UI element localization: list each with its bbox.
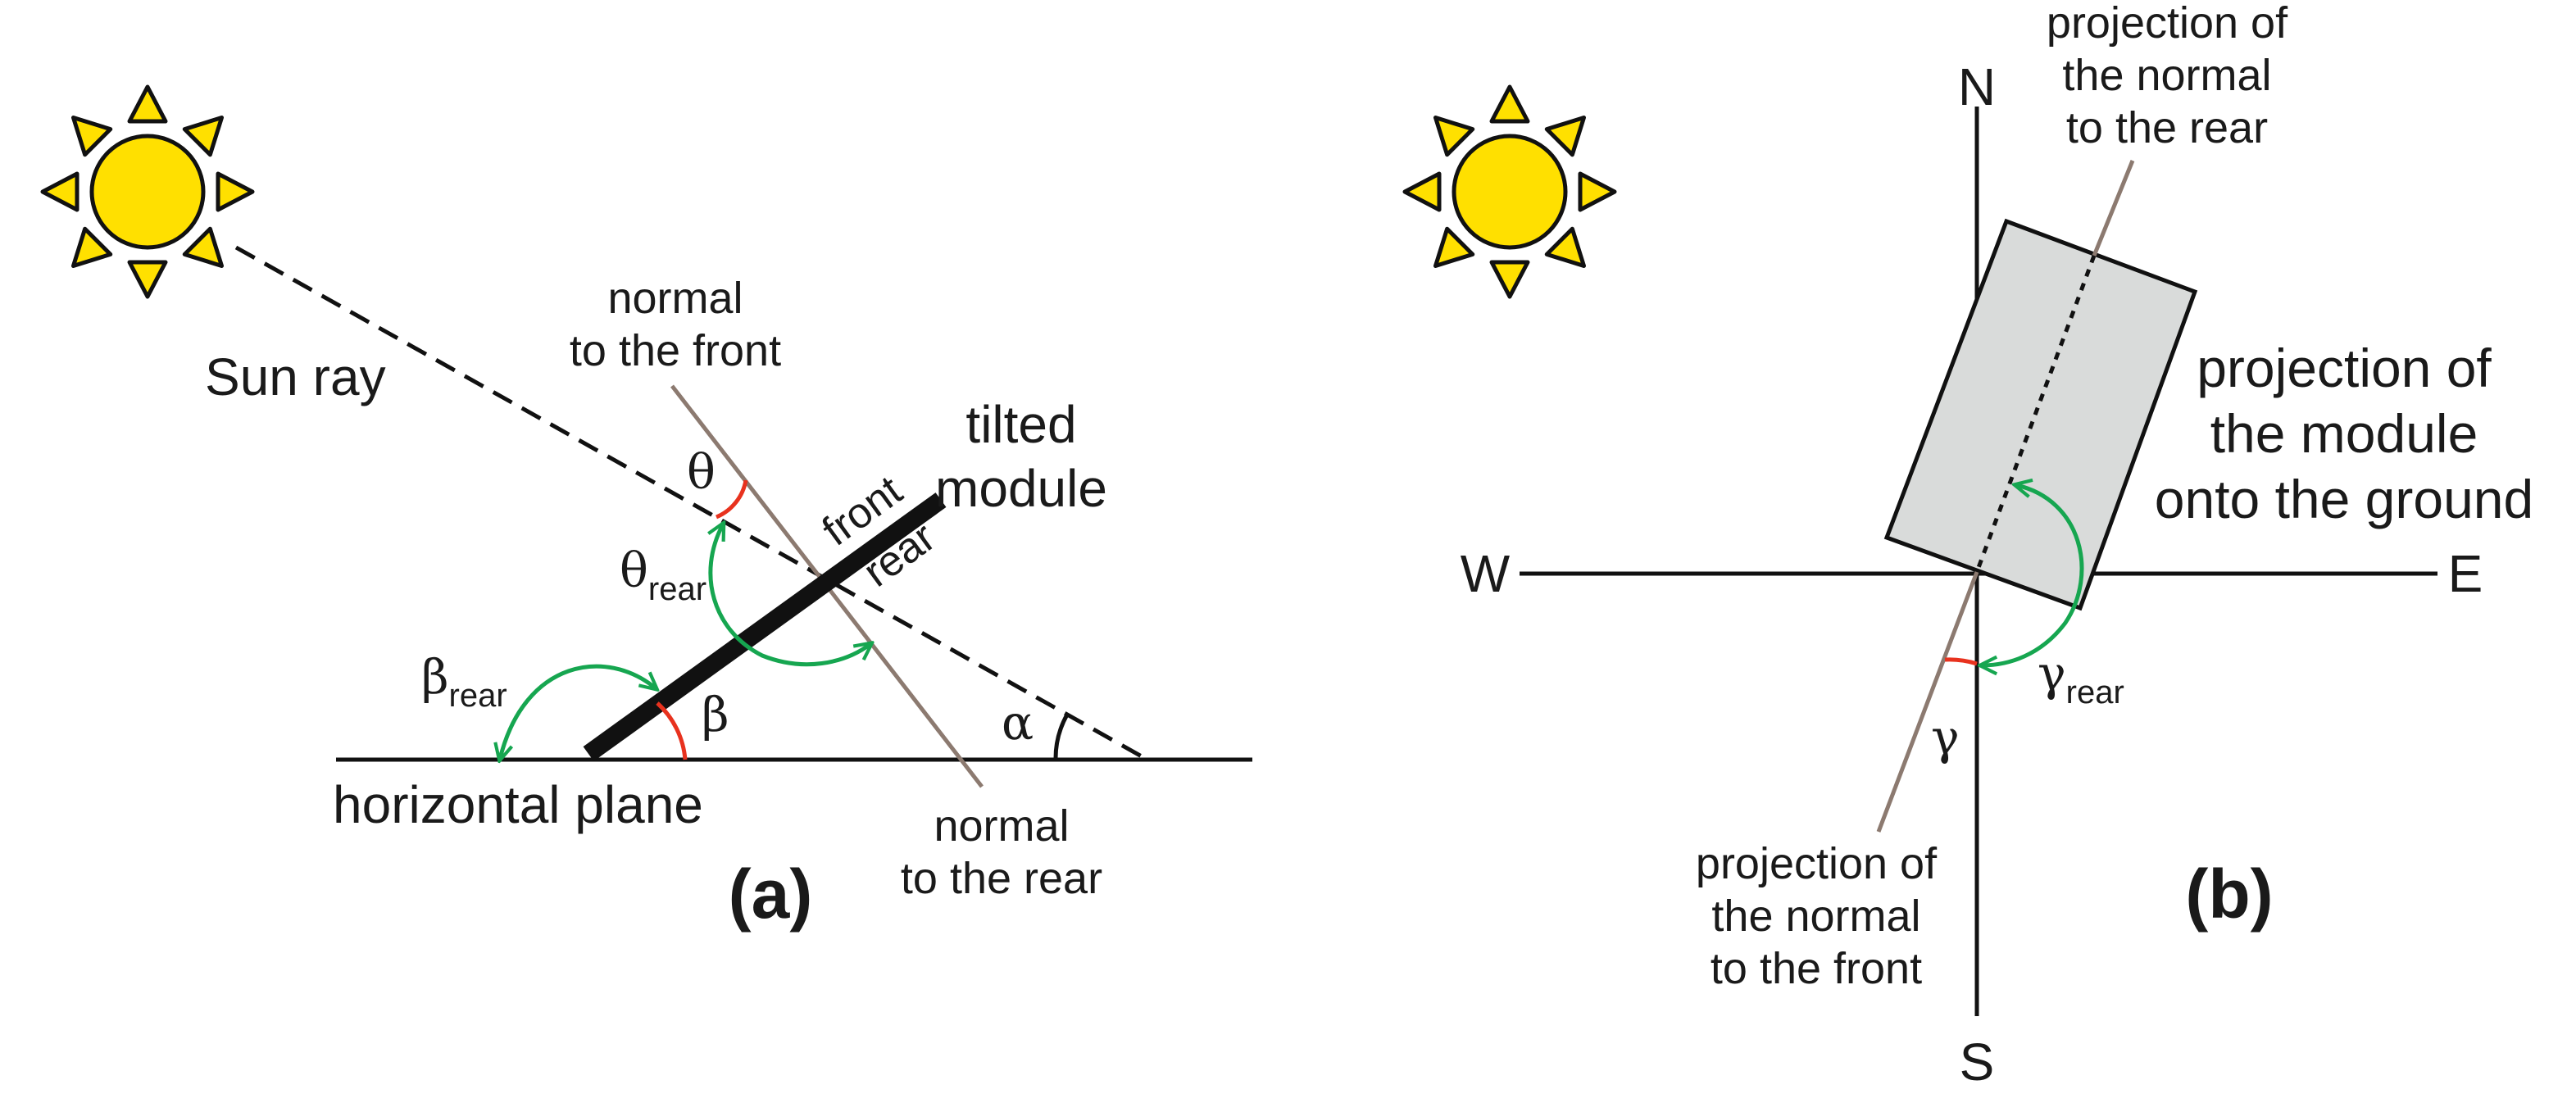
sun-ray-triangle [1402,171,1442,212]
gamma-label: γ [1931,710,1960,765]
gamma-rear-subscript: rear [2066,674,2124,710]
panel-b: N S W E projection of the normal to the … [1402,0,2533,1092]
panel-a-label: (a) [729,856,813,933]
sun-ray-triangle [216,171,255,212]
sun-disc [89,134,206,250]
horizontal-plane-label: horizontal plane [333,775,703,834]
gamma-rear-label: γrear [2038,646,2124,710]
proj-module-line3: onto the ground [2155,469,2533,529]
alpha-arc [1053,713,1070,760]
proj-normal-rear-line2: the normal [2062,51,2271,100]
gamma-rear-symbol: γ [2038,646,2066,701]
beta-rear-arrow [500,664,656,759]
sun-ray-triangle [1433,226,1475,269]
beta-rear-symbol: β [421,649,449,705]
sun-ray-triangle [1489,84,1530,124]
south-label: S [1960,1033,1995,1092]
sun-ray-triangle [1578,171,1617,212]
beta-rear-subscript: rear [449,678,507,714]
theta-rear-subscript: rear [648,571,706,607]
panel-a: Sun ray normal to the front tilted modul… [40,84,1252,933]
sun-ray-triangle [1544,115,1587,157]
gamma-rear-arrow [1982,485,2084,665]
beta-arc [656,701,688,760]
sun-ray-triangle [40,171,80,212]
gamma-arc [1944,657,1978,666]
north-label: N [1958,57,1996,116]
sun-icon [40,84,255,299]
east-label: E [2448,544,2483,603]
alpha-label: α [1002,695,1034,751]
sun-ray-triangle [127,84,168,124]
sun-ray-label: Sun ray [205,347,386,406]
proj-module-line1: projection of [2197,338,2492,398]
panel-b-label: (b) [2185,856,2273,933]
theta-arc [715,479,748,520]
normal-front-label-line1: normal [607,274,743,323]
theta-rear-symbol: θ [620,542,648,598]
sun-icon [1402,84,1617,299]
proj-normal-front-line3: to the front [1711,944,1922,993]
sun-ray-triangle [182,115,225,157]
normal-projection-front [1876,571,1979,833]
sun-ray-triangle [127,260,168,299]
sun-ray-triangle [1544,226,1587,269]
proj-normal-rear-line1: projection of [2047,0,2288,48]
proj-normal-front-line1: projection of [1696,839,1938,888]
normal-rear-label-line1: normal [934,801,1069,851]
proj-module-line2: the module [2210,403,2478,464]
module-projection [1883,218,2198,611]
normal-rear-label-line2: to the rear [901,854,1102,903]
sun-ray-triangle [1489,260,1530,299]
sun-ray-triangle [182,226,225,269]
beta-label: β [702,687,729,742]
module-label-line1: tilted [965,395,1076,454]
sun-ray-triangle [70,226,113,269]
theta-rear-arrow [711,524,870,667]
sun-ray-triangle [70,115,113,157]
theta-rear-label: θrear [620,542,706,607]
sun-ray-line [234,245,1149,762]
sun-ray-triangle [1433,115,1475,157]
theta-label: θ [687,444,716,500]
proj-normal-rear-line3: to the rear [2066,103,2268,152]
west-label: W [1461,544,1511,603]
module-label-line2: module [935,459,1107,518]
proj-normal-front-line2: the normal [1711,892,1920,941]
normal-front-label-line2: to the front [570,326,781,375]
beta-rear-label: βrear [421,649,507,714]
sun-disc [1452,134,1568,250]
normal-projection-rear [2092,160,2135,256]
